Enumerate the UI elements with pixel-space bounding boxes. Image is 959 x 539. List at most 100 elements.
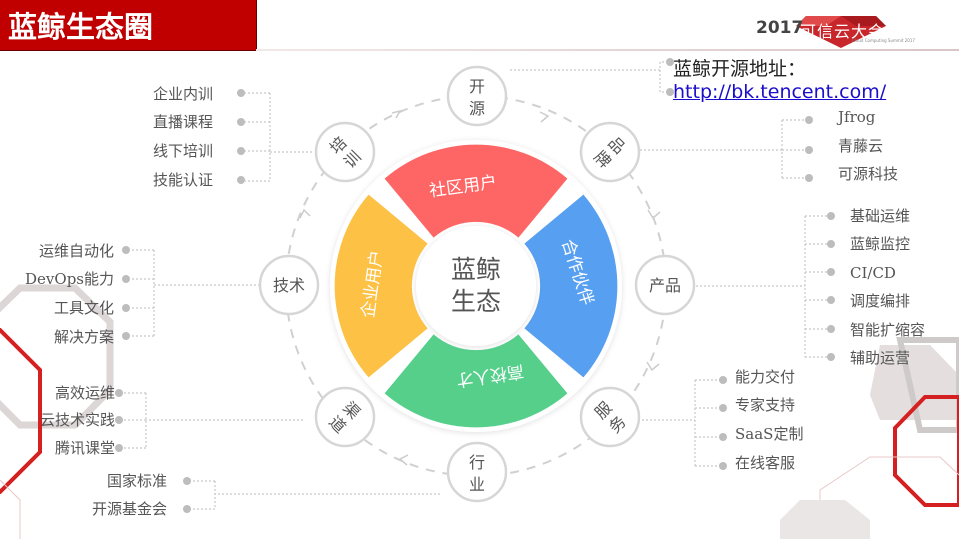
bullet-dot bbox=[237, 176, 245, 184]
conference-logo: 2017 可信云大会 Cloud Computing Summit 2017 bbox=[756, 10, 936, 48]
node-tech[interactable]: 技术 bbox=[258, 254, 320, 316]
brand-item: 青藤云 bbox=[838, 137, 884, 155]
bullet-dot bbox=[115, 444, 123, 452]
bullet-dot bbox=[115, 416, 123, 424]
red-octagon-left bbox=[0, 328, 42, 494]
arrow-icon bbox=[398, 454, 409, 466]
gray-octagon-right-outline bbox=[896, 337, 959, 433]
bullet-dot bbox=[827, 268, 835, 276]
node-service[interactable]: 服 务 bbox=[579, 386, 641, 448]
node-industry[interactable]: 行 业 bbox=[446, 441, 508, 503]
bullet-dot bbox=[666, 88, 674, 96]
open-source-link[interactable]: http://bk.tencent.com/ bbox=[673, 81, 887, 103]
channel-item: 云技术实践 bbox=[39, 411, 115, 429]
logo-year: 2017 bbox=[756, 18, 804, 38]
node-open-source[interactable]: 开 源 bbox=[446, 65, 508, 127]
gem-icon bbox=[796, 16, 886, 48]
bullet-dot bbox=[719, 462, 727, 470]
service-item: SaaS定制 bbox=[735, 425, 804, 443]
tech-item: 工具文化 bbox=[53, 299, 114, 317]
bullet-dot bbox=[122, 332, 130, 340]
bullet-dot bbox=[719, 376, 727, 384]
node-brand[interactable]: 品 牌 bbox=[579, 121, 641, 183]
bullet-dot bbox=[122, 246, 130, 254]
industry-item: 国家标准 bbox=[106, 472, 167, 490]
bullet-dot bbox=[827, 296, 835, 304]
bullet-dot bbox=[805, 174, 813, 182]
arrow-icon bbox=[391, 109, 402, 119]
center-title-line2: 生态 bbox=[451, 287, 501, 316]
bullet-dot bbox=[122, 275, 130, 283]
service-item: 专家支持 bbox=[735, 396, 796, 414]
segment-partners[interactable] bbox=[524, 194, 618, 378]
gray-octagon-left bbox=[0, 284, 114, 429]
bullet-dot bbox=[827, 353, 835, 361]
connectors bbox=[122, 61, 828, 510]
training-item: 直播课程 bbox=[152, 113, 213, 131]
bullet-dot bbox=[115, 389, 123, 397]
svg-text:技术: 技术 bbox=[273, 276, 305, 295]
title-bar: 蓝鲸生态圈 bbox=[0, 0, 257, 51]
gray-hexagon-bottom bbox=[780, 500, 870, 539]
arrow-icon bbox=[539, 111, 550, 123]
arrow-icon bbox=[299, 208, 311, 219]
node-product[interactable]: 产品 bbox=[634, 254, 696, 316]
brand-item: 可源科技 bbox=[838, 165, 899, 183]
segment-enterprise-users[interactable] bbox=[334, 194, 428, 378]
gray-hexagon-right bbox=[870, 345, 959, 420]
product-item: 智能扩缩容 bbox=[850, 321, 926, 339]
product-item: 蓝鲸监控 bbox=[850, 235, 911, 253]
bullet-dot bbox=[805, 146, 813, 154]
node-training[interactable]: 培 训 bbox=[314, 121, 376, 183]
bullet-dot bbox=[827, 240, 835, 248]
node-channel[interactable]: 渠 道 bbox=[314, 386, 376, 448]
logo-subtitle: Cloud Computing Summit 2017 bbox=[852, 38, 915, 43]
page-title: 蓝鲸生态圈 bbox=[8, 10, 154, 44]
center-disc bbox=[416, 226, 536, 346]
bullet-dot bbox=[719, 404, 727, 412]
svg-text:产品: 产品 bbox=[649, 276, 681, 295]
arrow-icon bbox=[647, 209, 661, 220]
red-octagon-right bbox=[893, 395, 959, 507]
svg-text:业: 业 bbox=[469, 475, 485, 494]
industry-item: 开源基金会 bbox=[91, 500, 167, 518]
bullet-dot bbox=[666, 58, 674, 66]
training-item: 技能认证 bbox=[152, 171, 213, 189]
address-label: 蓝鲸开源地址： bbox=[673, 58, 807, 80]
thin-line-left bbox=[0, 479, 21, 539]
bullet-dot bbox=[237, 147, 245, 155]
bullet-dot bbox=[719, 433, 727, 441]
bullet-dot bbox=[827, 325, 835, 333]
svg-text:源: 源 bbox=[469, 99, 485, 118]
brand-item: Jfrog bbox=[838, 108, 876, 126]
tech-item: 解决方案 bbox=[53, 328, 114, 346]
tech-item: DevOps能力 bbox=[25, 270, 114, 288]
bullet-dot bbox=[183, 477, 191, 485]
bullet-dot bbox=[183, 505, 191, 513]
training-item: 企业内训 bbox=[152, 85, 213, 103]
segment-university-talent[interactable] bbox=[384, 334, 568, 428]
service-item: 在线客服 bbox=[735, 454, 796, 472]
channel-item: 腾讯课堂 bbox=[54, 439, 115, 457]
training-item: 线下培训 bbox=[152, 142, 213, 160]
product-item: 辅助运营 bbox=[850, 349, 911, 367]
bullet-dot bbox=[237, 118, 245, 126]
header-divider bbox=[256, 49, 959, 51]
svg-text:开: 开 bbox=[469, 77, 485, 96]
bullet-dot bbox=[805, 116, 813, 124]
tech-item: 运维自动化 bbox=[38, 242, 114, 260]
product-item: 基础运维 bbox=[850, 207, 911, 225]
product-item: CI/CD bbox=[850, 264, 896, 282]
service-item: 能力交付 bbox=[735, 368, 796, 386]
center-title-line1: 蓝鲸 bbox=[451, 255, 501, 284]
bullet-dot bbox=[827, 212, 835, 220]
segment-community-users[interactable] bbox=[384, 144, 568, 238]
bullet-dot bbox=[122, 304, 130, 312]
arrow-icon bbox=[646, 361, 660, 372]
product-item: 调度编排 bbox=[850, 292, 911, 310]
svg-text:行: 行 bbox=[469, 453, 485, 472]
logo-name: 可信云大会 bbox=[800, 22, 886, 41]
channel-item: 高效运维 bbox=[54, 384, 115, 402]
